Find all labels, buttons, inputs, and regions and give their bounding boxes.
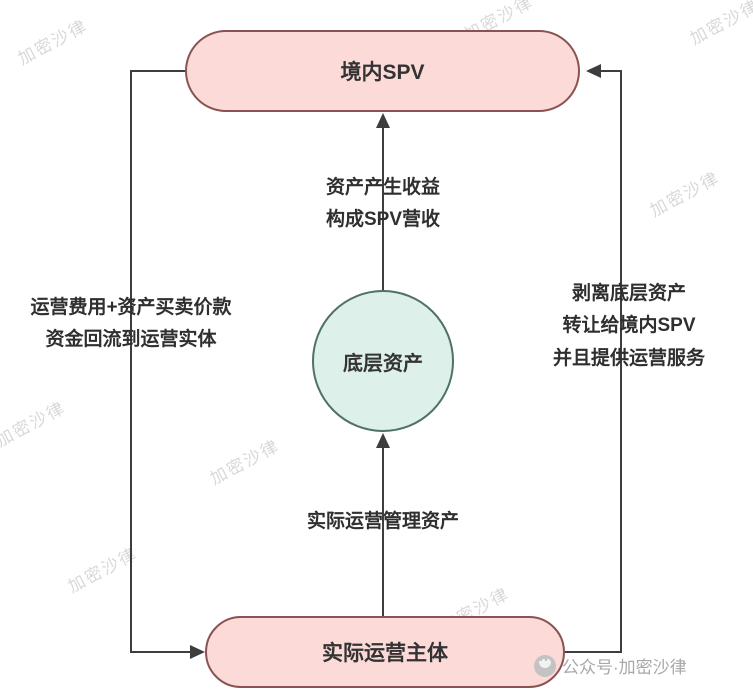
node-underlying-asset-label: 底层资产 [343, 352, 423, 375]
watermark-text: 加密沙律 [64, 544, 141, 597]
edge-label-asset-to-spv: 资产产生收益 构成SPV营收 [325, 177, 441, 231]
watermark-text: 加密沙律 [206, 436, 283, 489]
footer-source-label: 公众号·加密沙律 [562, 658, 687, 677]
edge-label-operator-to-asset: 实际运营管理资产 [306, 511, 459, 532]
edge-label-spv-to-operator: 运营费用+资产买卖价款 资金回流到运营实体 [30, 297, 232, 351]
wechat-account-icon [534, 654, 556, 677]
edge-label-operator-to-spv: 剥离底层资产 转让给境内SPV 并且提供运营服务 [552, 283, 705, 369]
watermark-text: 加密沙律 [646, 168, 723, 221]
node-operating-entity-label: 实际运营主体 [322, 642, 448, 665]
node-domestic-spv-label: 境内SPV [340, 61, 425, 84]
node-domestic-spv: 境内SPV [185, 30, 580, 112]
node-underlying-asset: 底层资产 [312, 290, 454, 432]
arrow-spv-to-operator [130, 70, 205, 659]
watermark-text: 加密沙律 [14, 16, 91, 69]
watermark-text: 加密沙律 [0, 398, 69, 451]
watermark-text: 加密沙律 [686, 0, 753, 49]
node-operating-entity: 实际运营主体 [205, 616, 565, 688]
footer-source: 公众号·加密沙律 [534, 653, 687, 678]
